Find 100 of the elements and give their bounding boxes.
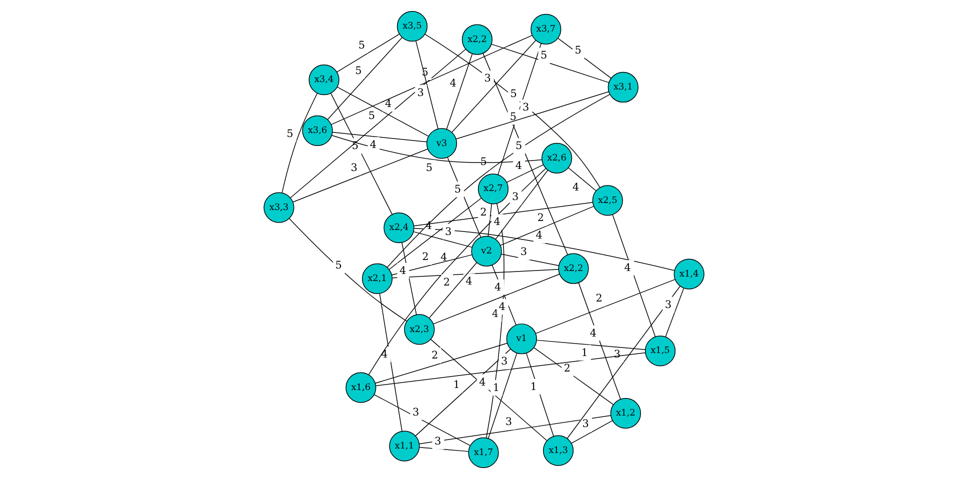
- node-circle: x1,7: [468, 437, 499, 468]
- node-circle: x3,3: [264, 192, 294, 223]
- connector: [336, 86, 429, 137]
- connector: [430, 338, 548, 441]
- edge-label: 4: [590, 327, 597, 340]
- connector: [665, 288, 684, 338]
- connector: [392, 269, 559, 278]
- node-circle: x1,2: [610, 398, 641, 429]
- edge-label: 2: [564, 362, 571, 374]
- edge-label: 5: [516, 140, 522, 152]
- edge-label: 5: [286, 128, 294, 140]
- connector: [526, 352, 554, 437]
- edge-label: 1: [492, 382, 500, 394]
- node-circle: x2,3: [404, 314, 435, 345]
- connector: [500, 206, 594, 246]
- edge-label: 4: [494, 281, 502, 294]
- node-circle: x3,7: [530, 14, 562, 45]
- connector: [292, 148, 428, 202]
- node-circle: x2,7: [478, 174, 509, 204]
- edge-label: 5: [368, 110, 376, 122]
- edge-label: 3: [664, 298, 672, 311]
- edge-label: 1: [453, 378, 460, 391]
- edge-label: 5: [540, 50, 548, 62]
- edge-label: 5: [355, 64, 362, 77]
- edge-label: 4: [450, 78, 456, 90]
- connector: [402, 242, 417, 316]
- edge-label: 3: [522, 102, 530, 114]
- connector: [566, 286, 680, 439]
- node-circle: x2,1: [362, 263, 393, 294]
- node-circle: x2,5: [592, 185, 623, 216]
- node-circle: x1,3: [542, 435, 574, 466]
- edge-label: 3: [412, 406, 420, 418]
- edge-label: 4: [479, 376, 486, 388]
- edge-label: 4: [385, 98, 392, 110]
- connector: [571, 420, 613, 444]
- edge-label: 4: [492, 308, 499, 320]
- edge-label: 4: [624, 262, 631, 274]
- edge-label: 5: [510, 110, 517, 123]
- connector: [578, 282, 621, 400]
- edge-label: 4: [466, 276, 472, 288]
- connector: [568, 167, 596, 192]
- connector: [332, 132, 428, 142]
- node-circle: v2: [471, 236, 502, 266]
- edge-label: 5: [426, 162, 433, 174]
- connector: [506, 164, 544, 183]
- node-circle: x2,2: [558, 253, 589, 284]
- edge-label: 3: [520, 246, 528, 258]
- edge-label: 3: [444, 226, 452, 238]
- edge-label: 5: [352, 140, 358, 152]
- node-circle: x1,1: [389, 430, 420, 462]
- edge-label: 2: [431, 350, 438, 362]
- edge-label: 5: [574, 44, 582, 56]
- connector: [386, 94, 610, 268]
- connector: [534, 347, 614, 405]
- connector: [282, 93, 318, 194]
- node-circle: x1,4: [674, 258, 704, 290]
- connector: [331, 135, 542, 163]
- edge-label: 4: [370, 139, 377, 152]
- node-circle: v3: [426, 128, 458, 159]
- edge-label: 1: [530, 380, 537, 393]
- connector: [330, 92, 393, 215]
- connector: [391, 254, 472, 276]
- edge-label: 2: [596, 292, 602, 305]
- connector: [374, 342, 508, 384]
- connector: [488, 203, 492, 236]
- edge-label: 4: [494, 216, 500, 228]
- edge-label: 3: [505, 416, 512, 428]
- edge-label: 4: [572, 181, 580, 194]
- edge-label: 3: [484, 72, 491, 85]
- edge-label: 5: [510, 88, 517, 100]
- node-circle: x3,5: [396, 11, 428, 42]
- edge-label: 3: [582, 418, 589, 430]
- connector: [612, 214, 656, 338]
- edge-label: 5: [335, 260, 342, 272]
- edge-label: 2: [443, 276, 450, 288]
- edge-label: 4: [381, 348, 388, 361]
- edge-label: 3: [417, 86, 424, 99]
- edge-label: 4: [440, 251, 448, 264]
- edge-label: 3: [434, 436, 442, 448]
- edge-label: 4: [536, 230, 542, 242]
- connector: [447, 156, 482, 238]
- edge-label: 5: [358, 39, 366, 52]
- node-circle: x3,6: [302, 115, 333, 146]
- edge-label: 2: [480, 206, 487, 218]
- connector: [336, 34, 400, 72]
- node-circle: x2,4: [384, 212, 414, 244]
- connector: [446, 53, 473, 130]
- connector: [413, 231, 472, 248]
- edge-label: 3: [350, 162, 358, 174]
- node-circle: x2,2: [462, 24, 492, 55]
- connector: [456, 91, 609, 140]
- edge-label: 2: [537, 212, 544, 224]
- node-circle: x2,6: [542, 142, 572, 174]
- edge-label: 2: [422, 251, 429, 264]
- connector: [495, 170, 548, 240]
- node-circle: x3,4: [308, 64, 340, 96]
- connector: [452, 40, 536, 133]
- edge-label: 4: [399, 264, 406, 277]
- edge-label: 4: [498, 300, 506, 313]
- node-circle: x3,1: [608, 72, 638, 103]
